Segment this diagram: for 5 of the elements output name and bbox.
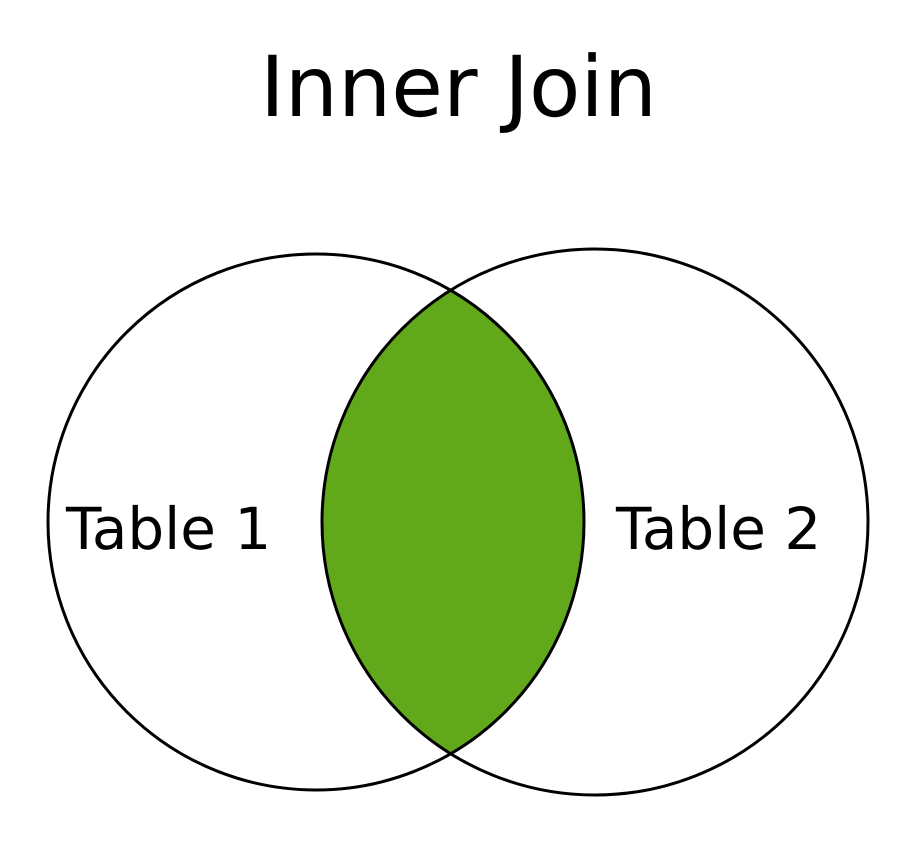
set-label: Table 2 xyxy=(616,500,822,558)
set-circle xyxy=(320,247,870,797)
set-label: Table 1 xyxy=(66,500,272,558)
set-circle xyxy=(46,252,586,792)
intersection-region xyxy=(322,290,584,754)
